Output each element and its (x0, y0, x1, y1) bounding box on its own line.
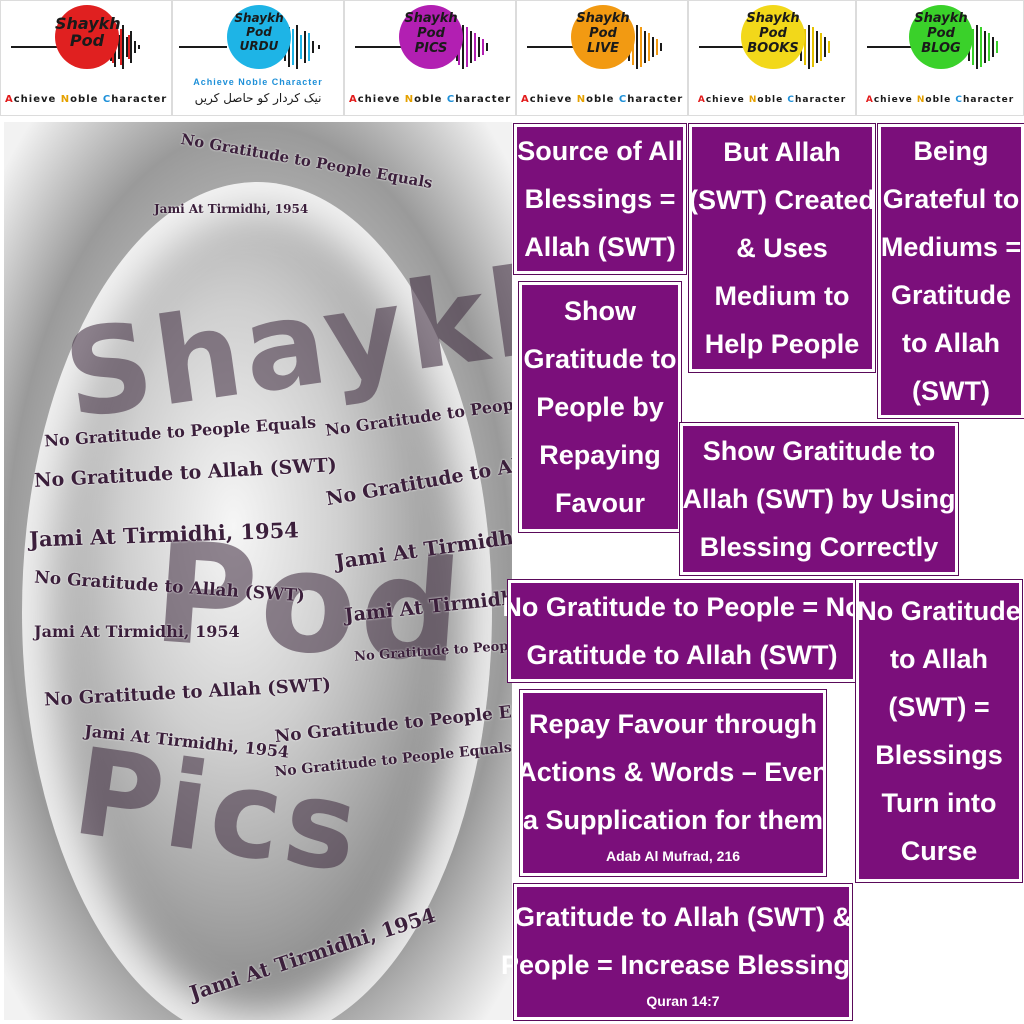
sound-wave-icon (527, 25, 662, 69)
logo-circle (227, 5, 291, 69)
logo-circle (399, 5, 463, 69)
logo-circle (741, 5, 805, 69)
sound-wave-icon (867, 25, 998, 69)
logo-tagline: Achieve Noble Character (521, 94, 684, 105)
logo-tagline: Achieve Noble Character (193, 77, 323, 87)
artwork-phrase: Jami At Tirmidhi, 1954 (34, 622, 240, 641)
sound-wave-icon (11, 25, 140, 69)
artwork-disc (22, 182, 492, 1020)
box-increase-blessings: Gratitude to Allah (SWT) &People = Incre… (501, 883, 865, 1021)
reference-citation: Quran 14:7 (646, 993, 720, 1009)
logo-circle (571, 5, 635, 69)
artwork-phrase: No Gratitude to People Equals (179, 129, 434, 193)
word-cloud-artwork: Shaykh Pod Pics No Gratitude to People E… (4, 122, 512, 1020)
artwork-phrase: Jami At Tirmidhi, 1954 (154, 202, 309, 216)
logo-tagline: Achieve Noble Character (349, 94, 512, 105)
logo-circle (909, 5, 973, 69)
logo-tagline: Achieve Noble Character (697, 95, 847, 105)
logo-tagline-urdu: نیک کردار کو حاصل کریں (194, 91, 322, 105)
reference-citation: Adab Al Mufrad, 216 (605, 848, 741, 864)
logo-tagline: Achieve Noble Character (5, 94, 168, 105)
logo-circle (55, 5, 119, 69)
logo-tagline: Achieve Noble Character (865, 95, 1015, 105)
